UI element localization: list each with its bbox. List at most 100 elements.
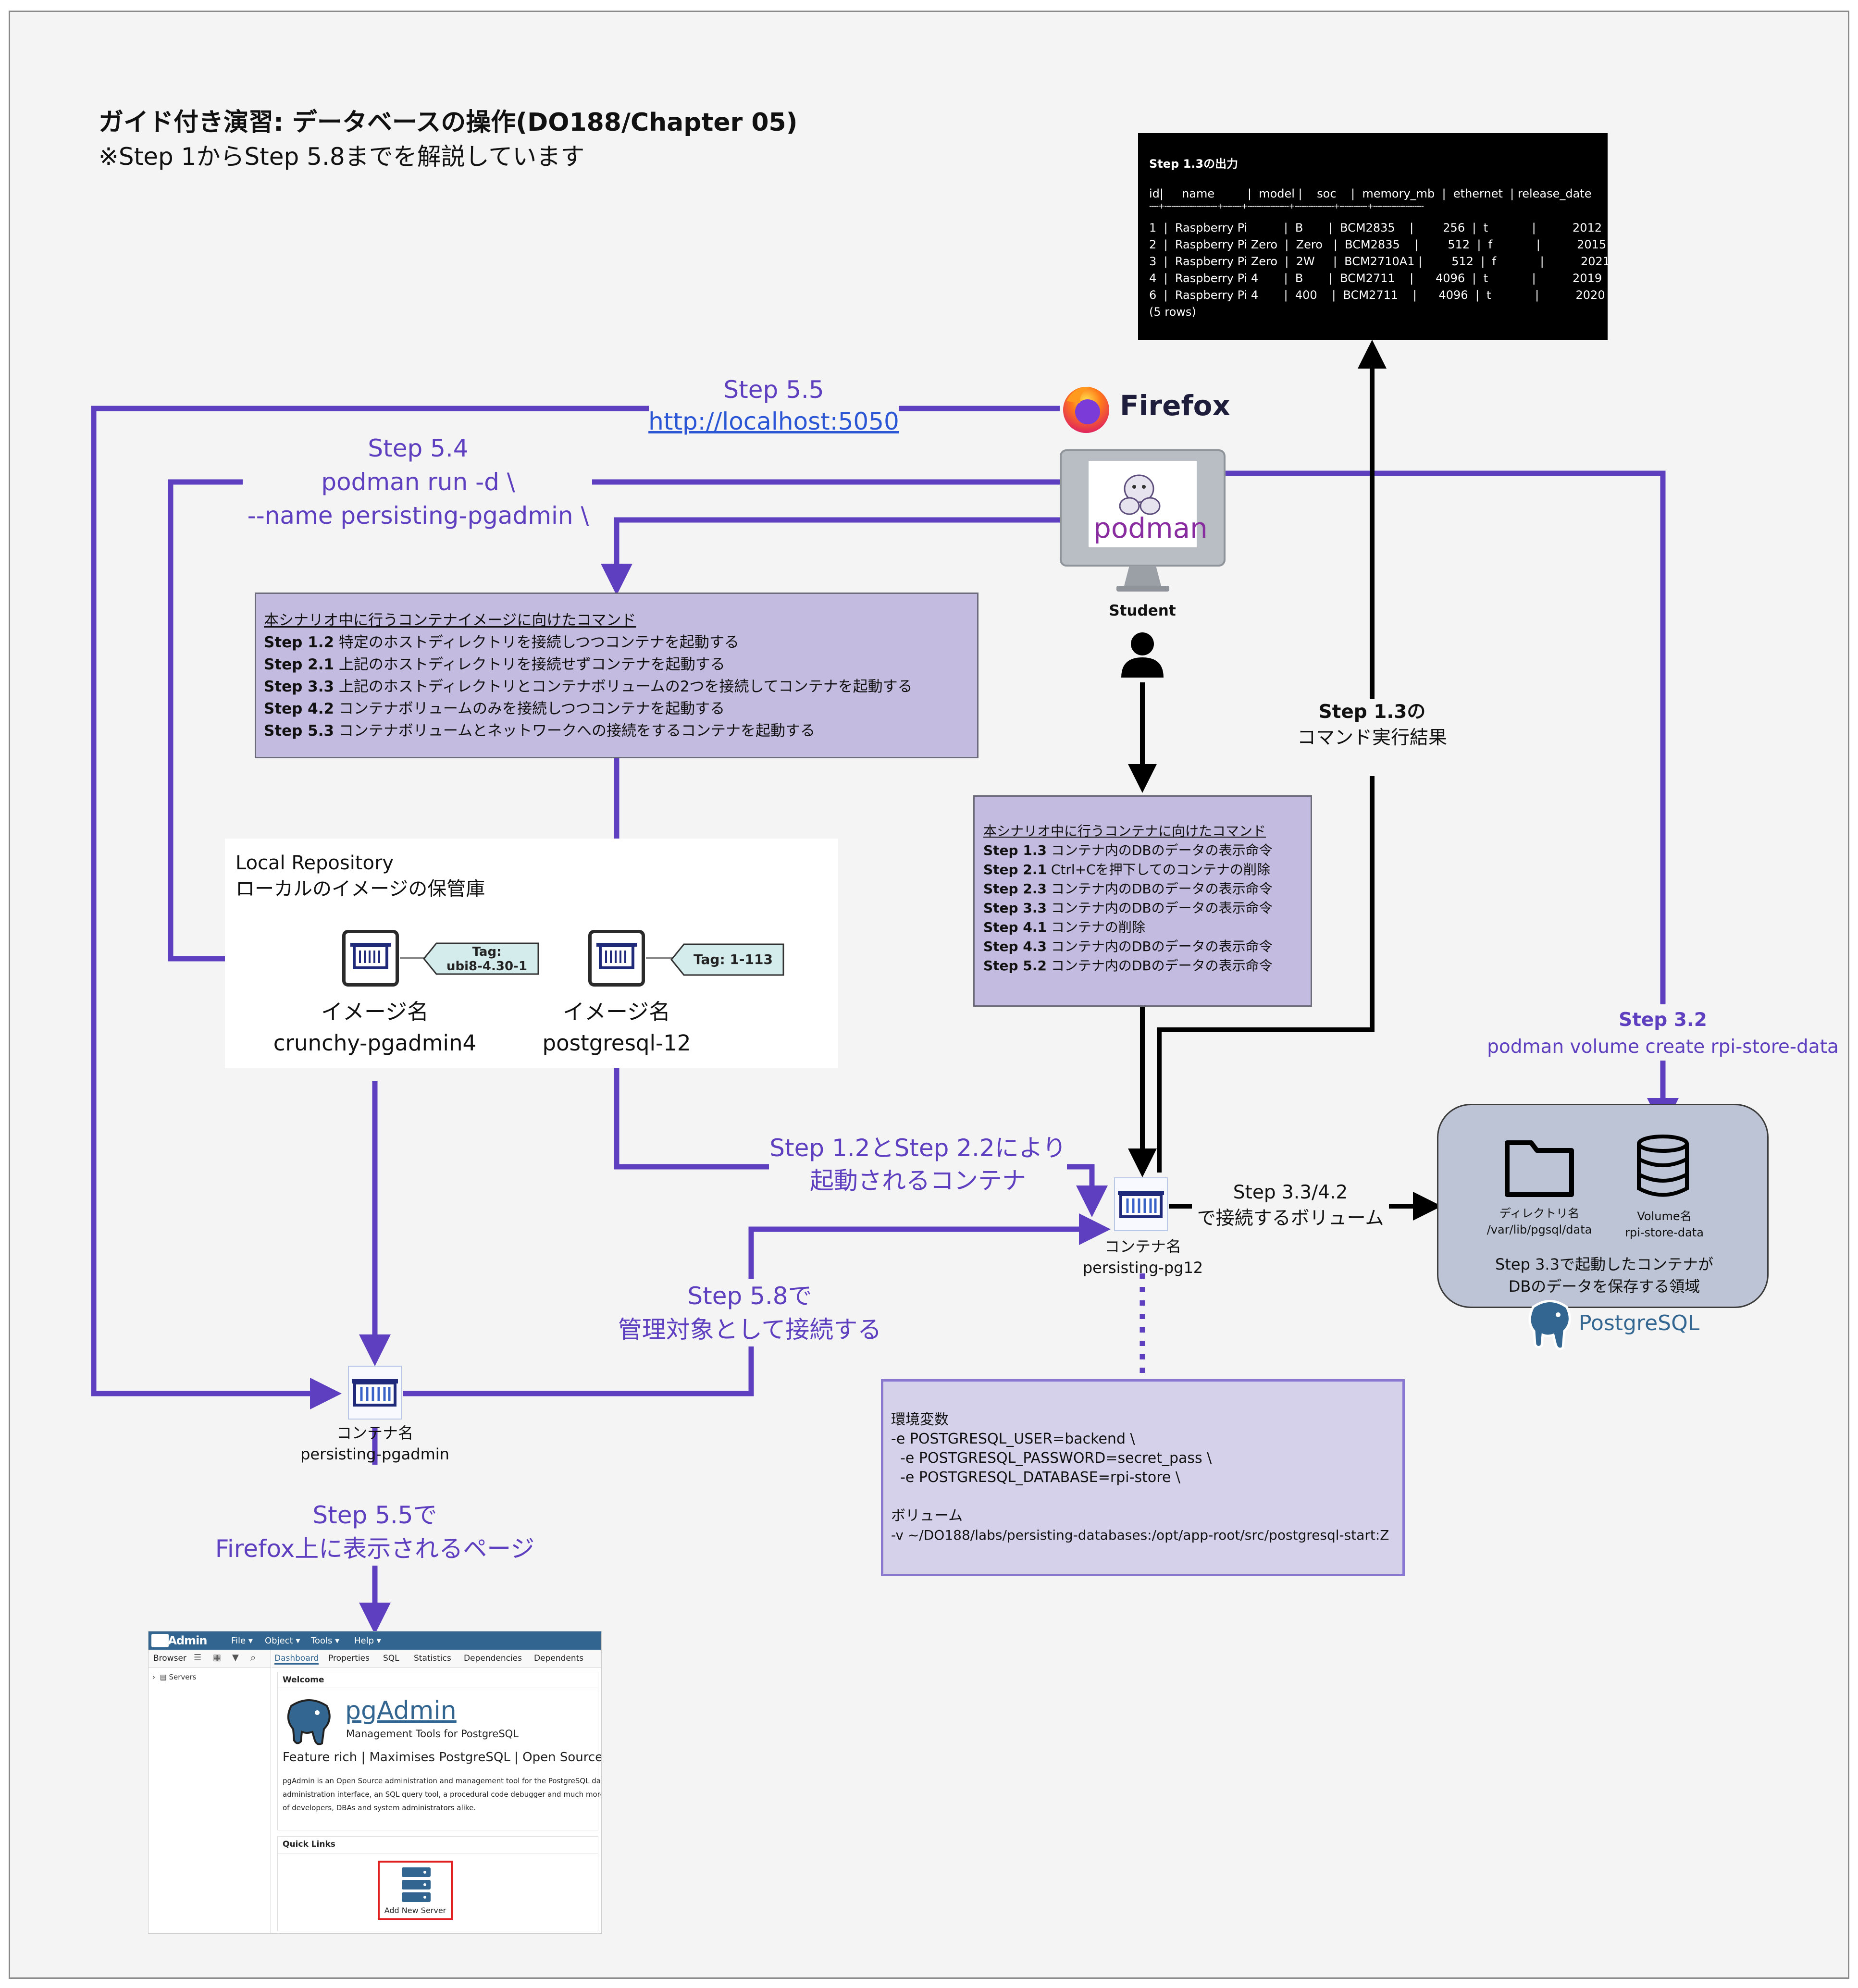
env-line: ボリューム (891, 1507, 963, 1524)
output-row: 1 | Raspberry Pi | B | BCM2835 | 256 | t… (1149, 221, 1602, 235)
welcome-heading: Welcome (283, 1675, 324, 1685)
firefox-logo-icon (1060, 382, 1113, 435)
container-commands-heading: 本シナリオ中に行うコンテナに向けたコマンド (983, 823, 1266, 839)
pgadmin-container-label: コンテナ名 (336, 1424, 413, 1442)
image-name-postgresql: postgresql-12 (542, 1030, 691, 1056)
step54-cmd2: --name persisting-pgadmin \ (247, 502, 589, 530)
env-box: 環境変数 -e POSTGRESQL_USER=backend \ -e POS… (881, 1379, 1405, 1576)
add-new-server-button[interactable]: Add New Server (378, 1861, 453, 1920)
container-command-item: Step 2.1 Ctrl+Cを押下してのコンテナの削除 (983, 862, 1270, 877)
image-command-item: Step 4.2 コンテナボリュームのみを接続しつつコンテナを起動する (264, 700, 725, 717)
image-label-postgresql: イメージ名 (562, 999, 671, 1025)
env-line: -e POSTGRESQL_USER=backend \ (891, 1431, 1135, 1447)
storage-caption2: DBのデータを保存する領域 (1508, 1277, 1700, 1296)
pgadmin-desc: administration interface, an SQL query t… (283, 1790, 601, 1799)
menu-file[interactable]: File ▾ (231, 1636, 253, 1646)
pgadmin-page: pgAdmin File ▾ Object ▾ Tools ▾ Help ▾ B… (148, 1631, 602, 1934)
step54-title: Step 5.4 (368, 434, 469, 462)
tag-crunchy: Tag: ubi8-4.30-1 (423, 942, 541, 975)
wire-step13-result (1157, 345, 1372, 1173)
container-command-item: Step 2.3 コンテナ内のDBのデータの表示命令 (983, 881, 1273, 897)
pgadmin-tagline: Feature rich | Maximises PostgreSQL | Op… (283, 1750, 602, 1765)
menu-help[interactable]: Help ▾ (354, 1636, 381, 1646)
step54-cmd1: podman run -d \ (321, 468, 515, 496)
storage-area: ディレクトリ名 /var/lib/pgsql/data Volume名 rpi-… (1437, 1104, 1769, 1308)
volume-name: rpi-store-data (1625, 1226, 1704, 1239)
storage-caption1: Step 3.3で起動したコンテナが (1495, 1255, 1713, 1273)
image-icon-crunchy (342, 930, 399, 987)
wire-pgimage-container (614, 1057, 1092, 1212)
image-command-item: Step 2.1 上記のホストディレクトリを接続せずコンテナを起動する (264, 656, 725, 673)
menu-object[interactable]: Object ▾ (265, 1636, 300, 1646)
search-icon[interactable]: ⌕ (250, 1652, 256, 1663)
image-label-crunchy: イメージ名 (321, 999, 429, 1025)
dir-label: ディレクトリ名 (1499, 1207, 1580, 1220)
local-repo-title: Local Repository (235, 852, 394, 874)
tab-sql[interactable]: SQL (383, 1654, 399, 1663)
env-line: -v ~/DO188/labs/persisting-databases:/op… (891, 1527, 1389, 1543)
person-icon (1118, 630, 1166, 678)
step13-result-label: Step 1.3の コマンド実行結果 (1269, 699, 1475, 751)
pgadmin-desc: of developers, DBAs and system administr… (283, 1803, 476, 1812)
env-line: -e POSTGRESQL_PASSWORD=secret_pass \ (891, 1450, 1212, 1467)
container-command-item: Step 4.1 コンテナの削除 (983, 919, 1145, 935)
firefox-label: Firefox (1120, 389, 1230, 422)
pgadmin-title: pgAdmin (345, 1696, 457, 1725)
image-icon-postgresql (588, 930, 645, 987)
image-command-item: Step 3.3 上記のホストディレクトリとコンテナボリュームの2つを接続してコ… (264, 678, 913, 695)
pgadmin-logo[interactable]: pgAdmin (151, 1634, 207, 1647)
browser-toolbar: Browser ☰ ▦ ▼ ⌕ (149, 1650, 271, 1667)
pgadmin-desc: pgAdmin is an Open Source administration… (283, 1777, 601, 1785)
output-row: 6 | Raspberry Pi 4 | 400 | BCM2711 | 409… (1149, 288, 1605, 302)
image-commands-box: 本シナリオ中に行うコンテナイメージに向けたコマンド Step 1.2 特定のホス… (255, 593, 979, 758)
pgadmin-navbar: pgAdmin File ▾ Object ▾ Tools ▾ Help ▾ (149, 1631, 601, 1650)
menu-tools[interactable]: Tools ▾ (311, 1636, 340, 1646)
image-commands-heading: 本シナリオ中に行うコンテナイメージに向けたコマンド (264, 612, 636, 629)
local-repo-subtitle: ローカルのイメージの保管庫 (235, 878, 485, 900)
output-rule: ----+-----------------------+--------+--… (1149, 201, 1424, 210)
output-heading: Step 1.3の出力 (1149, 157, 1239, 171)
localhost-link[interactable]: http://localhost:5050 (648, 407, 899, 435)
tab-bar: Dashboard Properties SQL Statistics Depe… (272, 1650, 601, 1667)
env-line: -e POSTGRESQL_DATABASE=rpi-store \ (891, 1469, 1180, 1486)
quick-links-panel: Quick Links Add New Server (277, 1836, 598, 1931)
output-row: 2 | Raspberry Pi Zero | Zero | BCM2835 |… (1149, 238, 1607, 251)
tab-dependencies[interactable]: Dependencies (464, 1654, 522, 1663)
container-command-item: Step 5.2 コンテナ内のDBのデータの表示命令 (983, 958, 1273, 974)
image-name-crunchy: crunchy-pgadmin4 (273, 1030, 477, 1056)
image-command-item: Step 1.2 特定のホストディレクトリを接続しつつコンテナを起動する (264, 634, 739, 651)
tree-servers[interactable]: › ▤ Servers (152, 1673, 197, 1681)
tab-dependents[interactable]: Dependents (534, 1654, 584, 1663)
page-title: ガイド付き演習: データベースの操作(DO188/Chapter 05) (99, 108, 798, 137)
podman-label: podman (1093, 512, 1208, 544)
image-command-item: Step 5.3 コンテナボリュームとネットワークへの接続をするコンテナを起動す… (264, 722, 815, 740)
container-icon-pg12 (1114, 1177, 1168, 1231)
server-icon (401, 1866, 432, 1903)
output-row: 3 | Raspberry Pi Zero | 2W | BCM2710A1 |… (1149, 255, 1610, 268)
dir-path: /var/lib/pgsql/data (1486, 1223, 1592, 1236)
volume-label: Volume名 (1637, 1210, 1692, 1223)
container-icon-pgadmin (348, 1366, 402, 1420)
step13-output-box: Step 1.3の出力 id| name | model | soc | mem… (1138, 133, 1610, 340)
quick-links-heading: Quick Links (283, 1840, 335, 1849)
folder-icon (1503, 1136, 1575, 1198)
tab-properties[interactable]: Properties (328, 1654, 370, 1663)
step55-title: Step 5.5 (723, 376, 824, 404)
container-command-item: Step 4.3 コンテナ内のDBのデータの表示命令 (983, 938, 1273, 954)
env-line: 環境変数 (891, 1411, 949, 1428)
grid-toolbar-icon[interactable]: ▦ (213, 1653, 222, 1663)
db-toolbar-icon[interactable]: ☰ (194, 1653, 202, 1663)
postgresql-logo-text: PostgreSQL (1579, 1311, 1700, 1335)
tag-connector (400, 957, 428, 959)
browser-label: Browser (153, 1654, 186, 1663)
container-command-item: Step 1.3 コンテナ内のDBのデータの表示命令 (983, 842, 1273, 858)
student-label: Student (1109, 602, 1176, 619)
filter-toolbar-icon[interactable]: ▼ (232, 1653, 239, 1663)
welcome-panel: Welcome pgAdmin Management Tools for Pos… (277, 1672, 601, 1830)
step54-label: Step 5.4 podman run -d \ --name persisti… (235, 432, 601, 532)
tab-dashboard[interactable]: Dashboard (274, 1654, 319, 1665)
tab-statistics[interactable]: Statistics (414, 1654, 451, 1663)
output-row: 4 | Raspberry Pi 4 | B | BCM2711 | 4096 … (1149, 272, 1602, 285)
tag-postgresql: Tag: 1-113 (670, 943, 786, 976)
wire-monitor-imagecmd (601, 517, 1060, 595)
